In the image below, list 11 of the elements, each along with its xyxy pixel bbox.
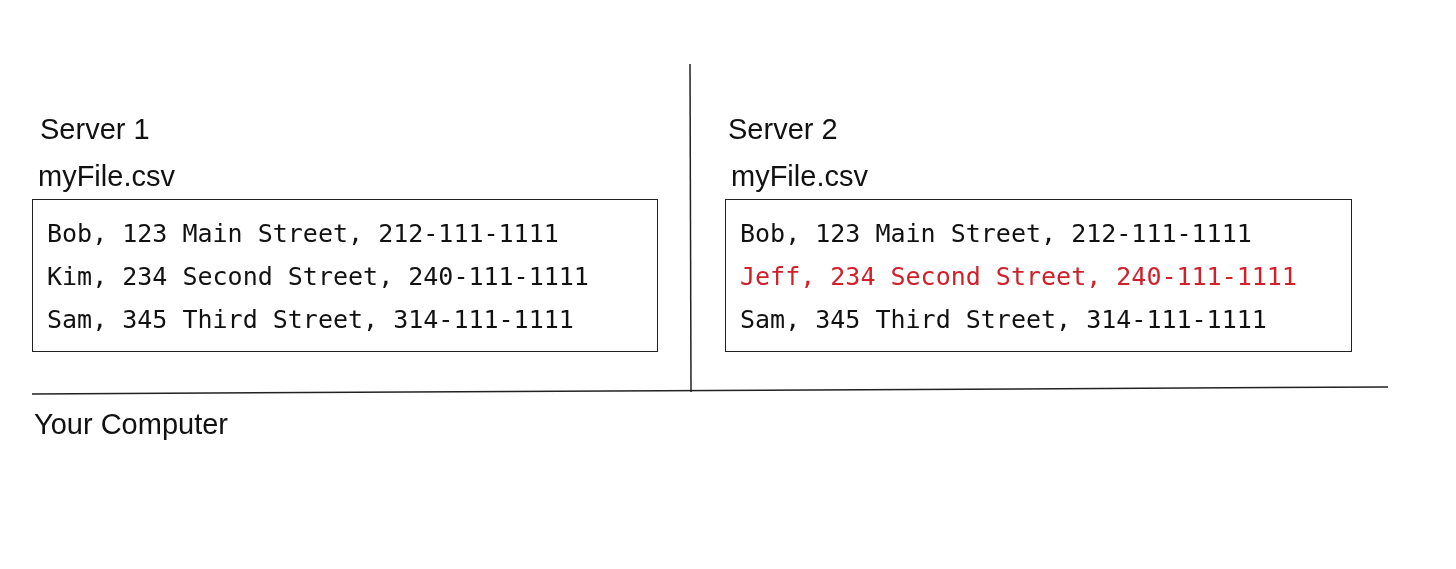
record-line: Bob, 123 Main Street, 212-111-1111 [47,218,560,250]
file-name: myFile.csv [731,160,869,193]
record-line: Jeff, 234 Second Street, 240-111-1111 [740,261,1298,293]
region-label: Server 2 [728,113,838,146]
file-name: myFile.csv [38,160,176,193]
record-line: Sam, 345 Third Street, 314-111-1111 [740,304,1268,336]
region-label: Server 1 [40,113,150,146]
record-line: Kim, 234 Second Street, 240-111-1111 [47,261,590,293]
record-line: Sam, 345 Third Street, 314-111-1111 [47,304,575,336]
record-line: Bob, 123 Main Street, 212-111-1111 [740,218,1253,250]
region-label: Your Computer [34,408,228,441]
